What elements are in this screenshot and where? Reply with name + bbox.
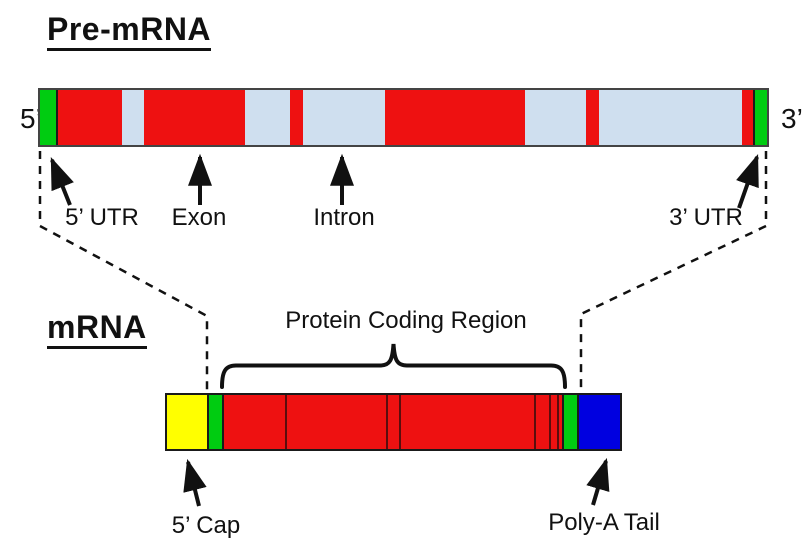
five-utr-arrow (50, 157, 74, 206)
premrna-intron-2-segment (244, 90, 291, 145)
mrna-cds-6-segment (549, 395, 558, 449)
five-cap-arrow (183, 458, 207, 507)
five-utr-label: 5’ UTR (65, 204, 139, 231)
mrna-three-utr-segment (562, 395, 578, 449)
five-prime-end-label: 5’ (20, 103, 42, 134)
mrna-cds-4-segment (398, 395, 535, 449)
intron-label: Intron (313, 204, 375, 231)
mrna-cds-3-segment (386, 395, 399, 449)
three-utr-arrow (736, 153, 759, 209)
mrna-cds-1-segment (222, 395, 285, 449)
premrna-exon-1-segment (55, 90, 123, 145)
premrna-three-utr-segment (753, 90, 768, 145)
mrna-title: mRNA (47, 310, 147, 349)
premrna-title: Pre-mRNA (47, 12, 212, 51)
premrna-exon-5-segment (586, 90, 599, 145)
polya-tail-label: Poly-A Tail (548, 509, 660, 536)
three-prime-end-label: 3’ (781, 103, 803, 134)
mrna-five-cap-segment (167, 395, 207, 449)
premrna-exon-4-segment (385, 90, 525, 145)
premrna-intron-4-segment (524, 90, 586, 145)
mrna-cds-2-segment (284, 395, 387, 449)
premrna-intron-1-segment (122, 90, 144, 145)
mrna-bar (165, 393, 622, 451)
premrna-exon-3-segment (290, 90, 304, 145)
left-mapping-dashed-line (38, 151, 209, 391)
mrna-cds-7-segment (557, 395, 562, 449)
premrna-intron-5-segment (598, 90, 743, 145)
mrna-cds-5-segment (534, 395, 550, 449)
premrna-exon-6-segment (742, 90, 754, 145)
mrna-five-utr-segment (206, 395, 223, 449)
premrna-exon-2-segment (143, 90, 245, 145)
premrna-intron-3-segment (303, 90, 386, 145)
mrna-polya-tail-segment (577, 395, 620, 449)
premrna-bar (38, 88, 769, 147)
premrna-five-utr-segment (40, 90, 56, 145)
five-cap-label: 5’ Cap (171, 512, 241, 539)
right-mapping-dashed-line (579, 151, 768, 391)
protein-coding-region-brace (220, 343, 567, 389)
polya-tail-arrow (586, 457, 610, 506)
protein-coding-region-label: Protein Coding Region (285, 307, 527, 334)
exon-label: Exon (171, 204, 227, 231)
three-utr-label: 3’ UTR (669, 204, 743, 231)
